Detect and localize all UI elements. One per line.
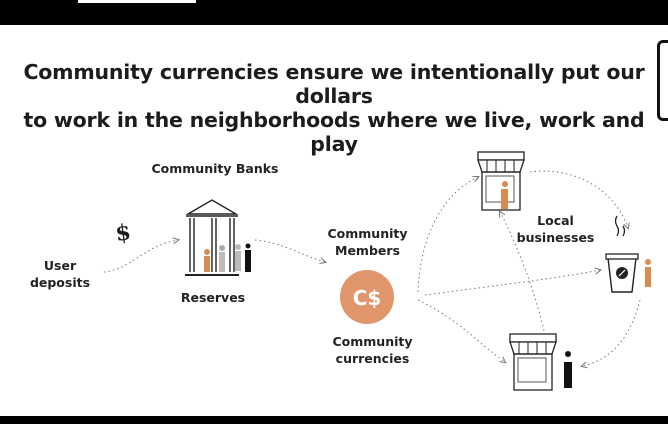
local-businesses-line-1: Local [537, 213, 574, 228]
coin-symbol: C$ [353, 286, 382, 310]
storefront-icon-bottom [509, 333, 572, 391]
community-currencies-label: Community currencies [325, 333, 420, 367]
arrow-top-shop-to-coffee [529, 170, 628, 228]
reserves-label: Reserves [180, 290, 246, 305]
slide-title: Community currencies ensure we intention… [0, 60, 668, 156]
community-banks-label: Community Banks [151, 161, 279, 176]
local-businesses-line-2: businesses [516, 230, 595, 245]
bank-people-icon [204, 243, 251, 272]
edge-tab [657, 40, 668, 121]
storefront-icon-top [477, 151, 525, 211]
dollar-icon: $ [114, 219, 133, 247]
flow-arrows [103, 170, 641, 366]
user-deposits-line-1: User [43, 258, 77, 273]
community-currencies-line-1: Community [332, 334, 413, 349]
community-members-line-2: Members [335, 243, 400, 258]
bottom-bar [0, 416, 668, 424]
community-members-label: Community Members [320, 225, 415, 259]
community-members-line-1: Community [327, 226, 408, 241]
bank-icon [185, 199, 239, 276]
title-line-2: to work in the neighborhoods where we li… [23, 108, 645, 156]
arrow-coin-to-bottom-shop [417, 299, 505, 362]
community-currencies-line-2: currencies [335, 351, 410, 366]
community-currency-coin-icon: C$ [340, 270, 394, 324]
top-bar-tab [78, 0, 196, 3]
top-bar [0, 0, 668, 25]
coffee-cup-icon [605, 215, 651, 293]
title-line-1: Community currencies ensure we intention… [23, 60, 645, 108]
arrow-coin-to-top-shop [417, 177, 478, 293]
arrow-deposits-to-bank [103, 240, 178, 273]
user-deposits-line-2: deposits [29, 275, 91, 290]
arrow-coffee-to-bottom-shop [582, 299, 641, 366]
user-deposits-label: User deposits [20, 257, 100, 291]
arrow-coin-to-coffee [424, 270, 600, 296]
arrow-bank-to-members [254, 239, 325, 262]
local-businesses-label: Local businesses [508, 212, 603, 246]
